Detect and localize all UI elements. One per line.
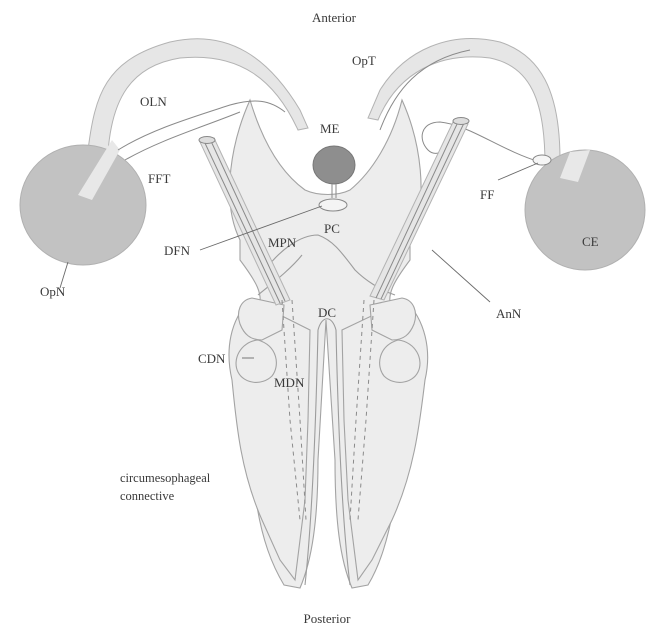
label-ann: AnN <box>496 306 522 321</box>
label-opt: OpT <box>352 53 376 68</box>
leader-ff <box>498 163 538 180</box>
label-mdn: MDN <box>274 375 305 390</box>
label-opn: OpN <box>40 284 66 299</box>
right-compound-eye <box>525 150 645 270</box>
label-circumesophageal: circumesophageal <box>120 471 211 485</box>
label-fft: FFT <box>148 171 170 186</box>
left-compound-eye <box>20 145 146 265</box>
label-posterior: Posterior <box>304 611 352 626</box>
pc-body <box>319 199 347 211</box>
label-connective: connective <box>120 489 175 503</box>
circumesophageal-connective-left <box>229 300 310 580</box>
label-anterior: Anterior <box>312 10 357 25</box>
label-oln: OLN <box>140 94 167 109</box>
oln-nerve-2 <box>125 112 240 160</box>
median-eye-shape <box>313 146 355 184</box>
left-optic-tract <box>88 39 308 152</box>
label-pc: PC <box>324 221 340 236</box>
leader-ann <box>432 250 490 302</box>
label-ce: CE <box>582 234 599 249</box>
label-cdn: CDN <box>198 351 226 366</box>
label-me: ME <box>320 121 340 136</box>
label-dfn: DFN <box>164 243 191 258</box>
label-ff: FF <box>480 187 494 202</box>
label-dc: DC <box>318 305 336 320</box>
label-mpn: MPN <box>268 235 297 250</box>
